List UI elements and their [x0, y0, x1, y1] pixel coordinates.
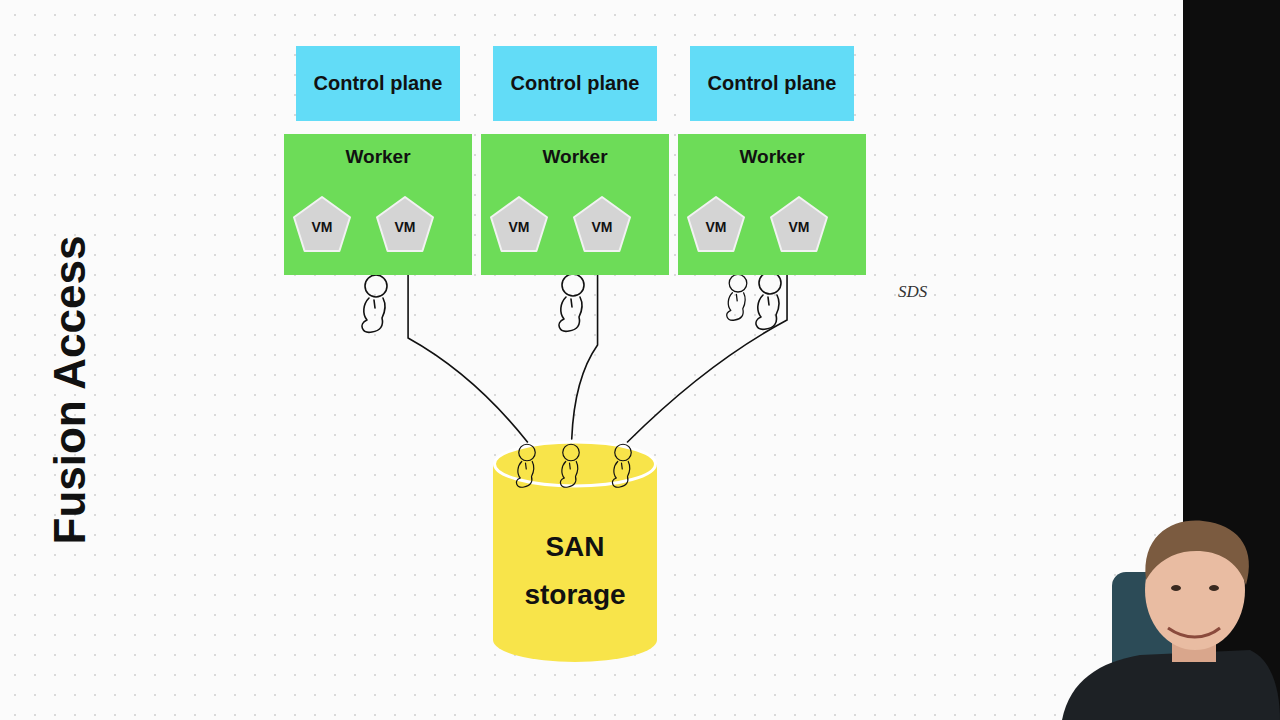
stick-figure	[362, 275, 387, 332]
cylinder-body	[493, 464, 657, 662]
vm-label: VM	[789, 213, 810, 235]
vm-label: VM	[395, 213, 416, 235]
eye	[1171, 585, 1181, 591]
pentagon-outline	[491, 197, 547, 251]
vm-label: VM	[509, 213, 530, 235]
stick-figure	[559, 274, 584, 331]
presenter-webcam	[1062, 520, 1280, 720]
control-plane-box: Control plane	[690, 46, 854, 121]
vm-pentagon: VM	[687, 196, 745, 252]
vm-label: VM	[312, 213, 333, 235]
vm-label: VM	[592, 213, 613, 235]
control-plane-box: Control plane	[296, 46, 460, 121]
connector-line	[408, 275, 527, 442]
box-label: Worker	[284, 134, 472, 168]
vm-pentagon: VM	[490, 196, 548, 252]
handwritten-note: SDS	[898, 282, 927, 302]
worker-box: WorkerVM VM	[481, 134, 669, 275]
pentagon-outline	[771, 197, 827, 251]
control-plane-box: Control plane	[493, 46, 657, 121]
pentagon-outline	[377, 197, 433, 251]
stick-figure	[727, 274, 747, 320]
box-label: Control plane	[511, 72, 640, 95]
storage-cylinder: SAN storage	[493, 440, 657, 662]
hair	[1145, 520, 1249, 585]
pentagon-outline	[688, 197, 744, 251]
worker-box: WorkerVM VM	[678, 134, 866, 275]
box-label: Worker	[481, 134, 669, 168]
stick-figures	[362, 272, 781, 332]
connector-line	[627, 275, 787, 442]
stick-figure	[560, 444, 579, 487]
vm-label: VM	[706, 213, 727, 235]
vm-pentagon: VM	[573, 196, 631, 252]
vm-pentagon: VM	[293, 196, 351, 252]
pentagon-outline	[294, 197, 350, 251]
vm-pentagon: VM	[376, 196, 434, 252]
box-label: Worker	[678, 134, 866, 168]
smile	[1168, 628, 1220, 637]
eye	[1209, 585, 1219, 591]
box-label: SAN storage	[513, 483, 637, 619]
pentagon-outline	[574, 197, 630, 251]
diagram-title: Fusion Access	[45, 236, 95, 545]
stick-figure	[516, 444, 535, 487]
shirt	[1062, 650, 1280, 720]
stick-figure	[612, 444, 631, 487]
worker-box: WorkerVM VM	[284, 134, 472, 275]
box-label: Control plane	[314, 72, 443, 95]
connector-line	[572, 275, 598, 439]
vm-pentagon: VM	[770, 196, 828, 252]
stick-figure	[756, 272, 781, 329]
box-label: Control plane	[708, 72, 837, 95]
